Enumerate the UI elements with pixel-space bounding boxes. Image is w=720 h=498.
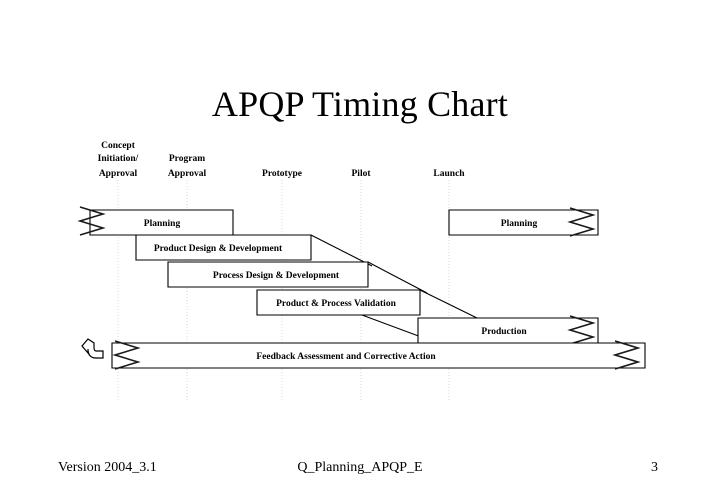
milestone-labels: Concept Initiation/ Approval Program App… [98, 141, 466, 179]
phase-bar-planning-launch-shape [448, 209, 599, 236]
phase-bar-product-process-validation-slope [419, 289, 478, 319]
phase-bar-planning-label: Planning [144, 219, 181, 229]
milestone-label-program-approval-line-2: Approval [168, 169, 207, 179]
slide-footer: Version 2004_3.1 Q_Planning_APQP_E 3 [0, 458, 720, 482]
phase-bar-production-label: Production [481, 327, 527, 337]
phase-bar-process-design-development-label: Process Design & Development [213, 271, 340, 281]
milestone-label-concept-initiation-approval-line-2: Initiation/ [98, 154, 139, 164]
milestone-label-concept-initiation-approval-line-3: Approval [99, 169, 138, 179]
milestone-label-prototype: Prototype [262, 169, 302, 179]
milestone-label-launch: Launch [433, 169, 465, 179]
milestone-label-program-approval-line-1: Program [169, 154, 205, 164]
phase-bar-planning[interactable]: Planning [77, 206, 234, 236]
phase-bar-product-process-validation[interactable]: Product & Process Validation [256, 289, 478, 345]
phase-bar-product-process-validation-label: Product & Process Validation [276, 299, 396, 309]
break-symbol-planning-left [77, 206, 106, 236]
footer-version: Version 2004_3.1 [58, 460, 157, 475]
footer-page-number: 3 [651, 460, 658, 475]
break-symbol-planning-launch-right [567, 207, 596, 237]
phase-bar-feedback-assessment-corrective-action[interactable]: Feedback Assessment and Corrective Actio… [111, 340, 646, 370]
phase-bar-product-design-development-shape [135, 234, 312, 261]
phase-bar-product-design-development-slope [310, 234, 373, 267]
phase-bar-process-design-development[interactable]: Process Design & Development [167, 261, 428, 294]
phase-bar-feedback-assessment-corrective-action-label: Feedback Assessment and Corrective Actio… [256, 352, 436, 362]
phase-bar-planning-launch[interactable]: Planning [448, 207, 599, 237]
milestone-label-pilot: Pilot [352, 169, 372, 179]
milestone-label-concept-initiation-approval-line-1: Concept [101, 141, 136, 151]
curved-arrow-up-left-icon [81, 338, 104, 359]
break-symbol-feedback-right [612, 340, 641, 370]
break-symbol-feedback-left [112, 340, 141, 370]
phase-bar-process-design-development-shape [167, 261, 369, 288]
feedback-loop-arrow-icon [81, 338, 104, 359]
break-symbol-production-right [567, 315, 596, 345]
page-title: APQP Timing Chart [211, 84, 509, 125]
phase-bar-product-design-development-label: Product Design & Development [154, 244, 283, 254]
phase-bar-planning-launch-label: Planning [501, 219, 538, 229]
phase-bar-production[interactable]: Production [417, 315, 599, 345]
phase-bar-process-design-development-slope [367, 261, 428, 294]
footer-document-id: Q_Planning_APQP_E [297, 460, 423, 475]
phase-bar-feedback-assessment-corrective-action-shape [111, 342, 646, 369]
phase-bar-product-design-development[interactable]: Product Design & Development [135, 234, 373, 267]
phase-bar-product-process-validation-shape [256, 289, 421, 316]
